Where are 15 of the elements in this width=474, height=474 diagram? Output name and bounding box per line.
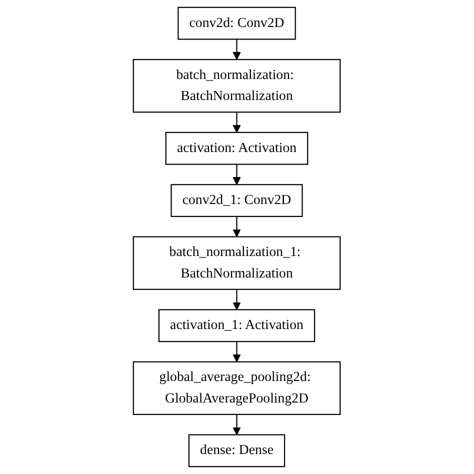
- arrow: [232, 112, 242, 133]
- node-box: conv2d: Conv2D: [178, 6, 296, 40]
- arrow: [232, 342, 242, 362]
- node-box: activation: Activation: [166, 132, 308, 165]
- arrow: [232, 289, 242, 310]
- node-box: activation_1: Activation: [158, 309, 316, 342]
- node-box: batch_normalization: BatchNormalization: [133, 58, 341, 113]
- node-box: batch_normalization_1: BatchNormalization: [133, 236, 341, 290]
- node-box: global_average_pooling2d: GlobalAveragePooling2D: [133, 361, 341, 415]
- node-box: dense: Dense: [188, 434, 286, 468]
- node-box: conv2d_1: Conv2D: [170, 184, 304, 218]
- arrow: [232, 216, 242, 238]
- arrow: [232, 39, 242, 60]
- arrow: [232, 414, 242, 436]
- arrow: [232, 164, 242, 185]
